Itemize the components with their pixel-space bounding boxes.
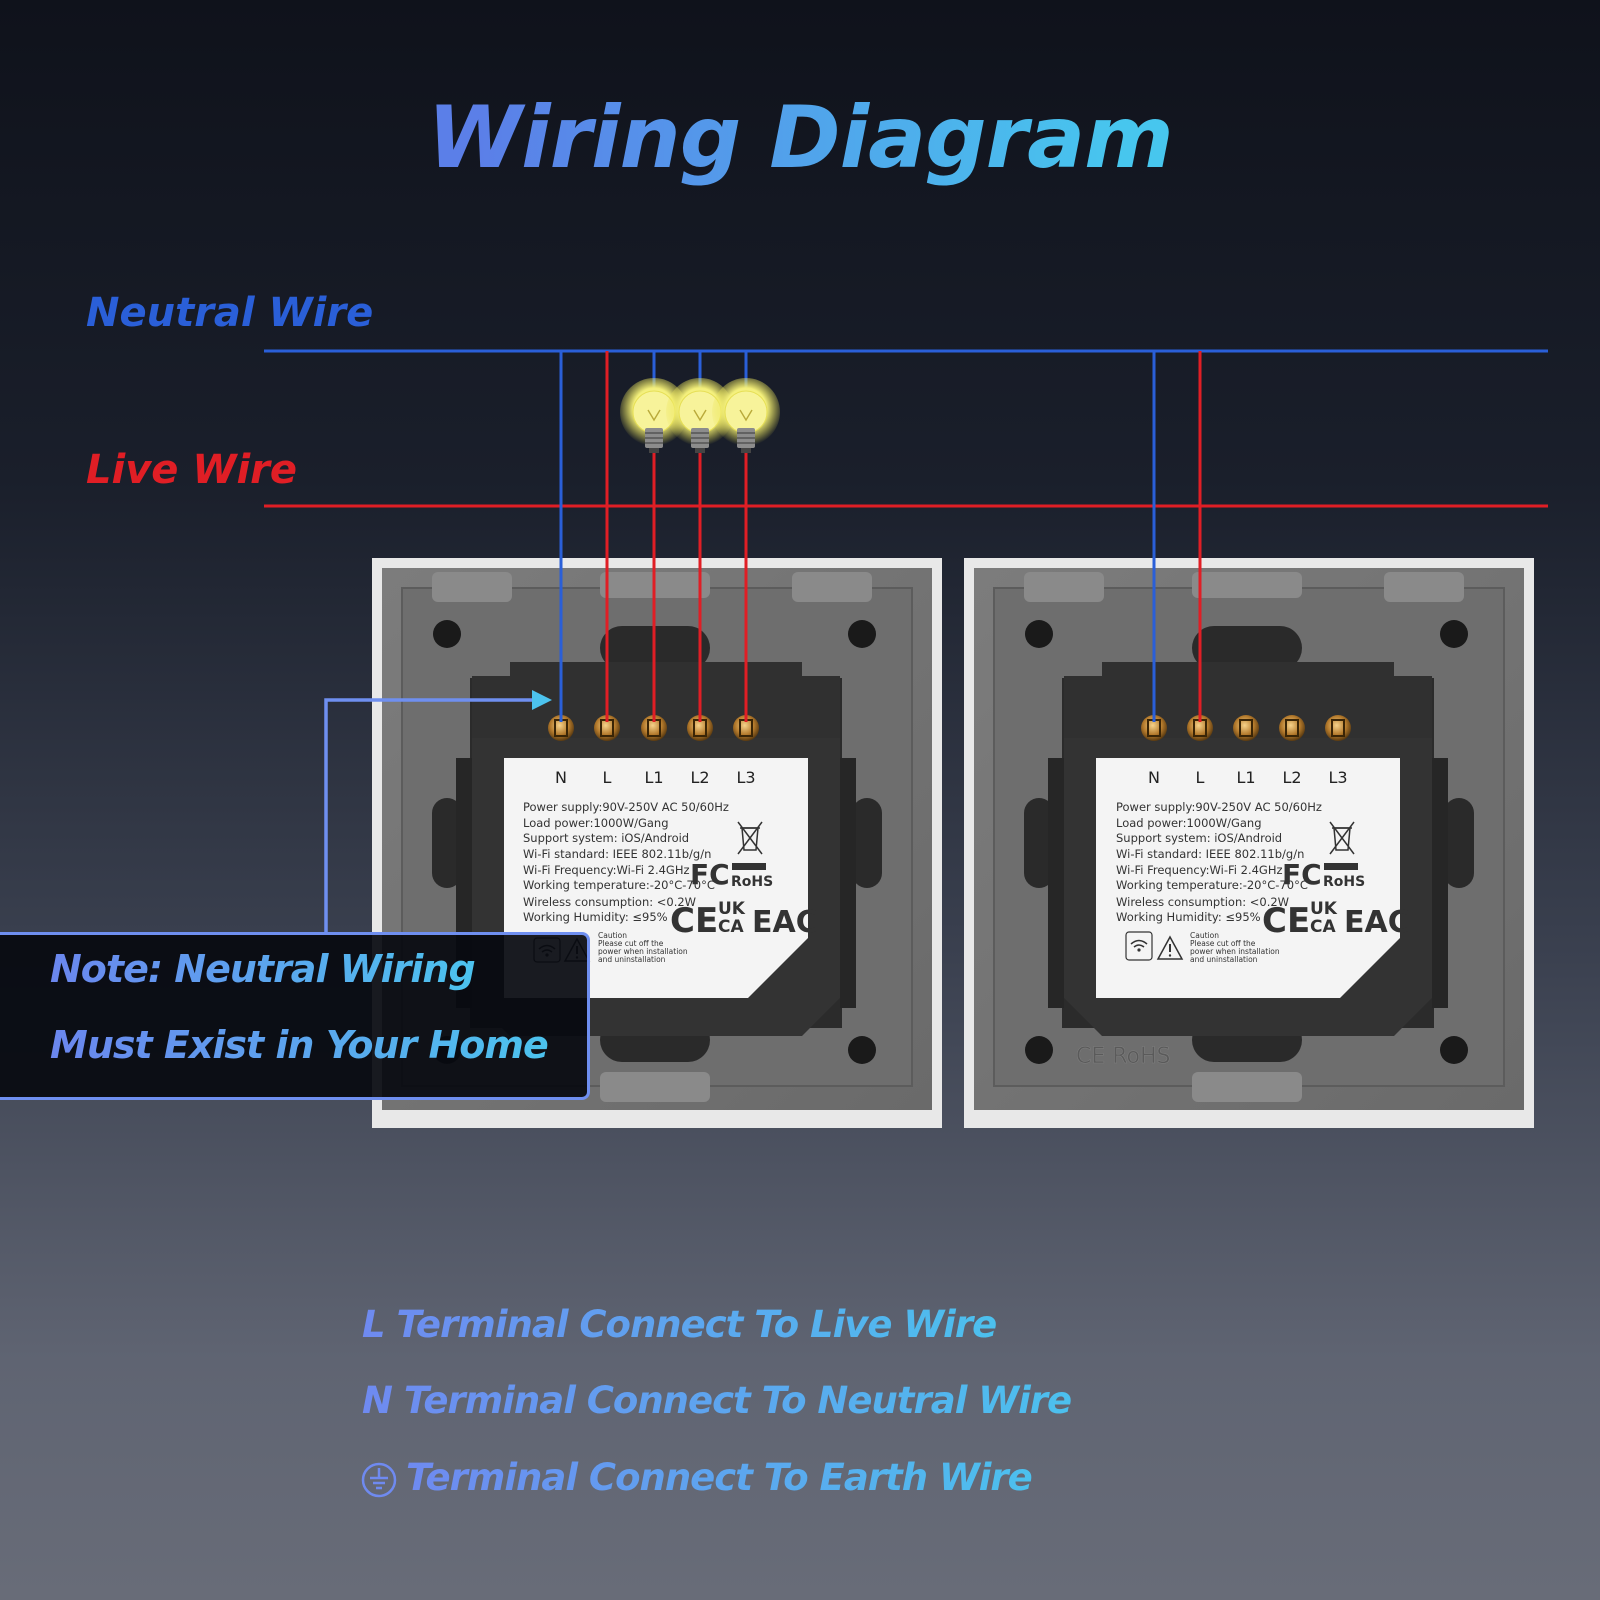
spec-line: Support system: iOS/Android [523, 831, 689, 845]
caution-line: power when installation [598, 947, 688, 956]
ukca-mark-bottom: CA [1310, 917, 1336, 937]
spec-line: Wireless consumption: <0.2W [1116, 895, 1289, 909]
spec-line: Wi-Fi Frequency:Wi-Fi 2.4GHz [523, 863, 690, 877]
spec-line: Load power:1000W/Gang [523, 816, 669, 830]
spec-line: Support system: iOS/Android [1116, 831, 1282, 845]
note-line-1: Note: Neutral Wiring [50, 947, 476, 991]
warning-icon [1156, 935, 1184, 960]
spec-line: Wi-Fi standard: IEEE 802.11b/g/n [523, 847, 711, 861]
terminal-label-l1: L1 [644, 768, 663, 787]
spec-line: Working Humidity: ≤95% [1116, 910, 1261, 924]
terminal-label-l3: L3 [736, 768, 755, 787]
terminal-label-l3: L3 [1328, 768, 1347, 787]
switch-panel-2: CE RoHS [964, 558, 1534, 1128]
spec-line: Wi-Fi standard: IEEE 802.11b/g/n [1116, 847, 1304, 861]
wifi-icon [1125, 931, 1153, 961]
terminal-screw [1279, 715, 1305, 741]
caution-line: power when installation [1190, 947, 1280, 956]
panel-2-spec-label: Power supply:90V-250V AC 50/60Hz Load po… [1116, 800, 1410, 964]
crossed-bin-icon [737, 821, 763, 855]
terminal-screw [1325, 715, 1351, 741]
eac-mark: EAC [752, 905, 818, 940]
ukca-mark-top: UK [1310, 899, 1338, 919]
page-title: Wiring Diagram [0, 88, 1600, 188]
caution-line: Please cut off the [598, 939, 664, 948]
rohs-mark: RoHS [731, 874, 773, 890]
spec-line: Power supply:90V-250V AC 50/60Hz [1116, 800, 1322, 814]
ukca-mark-bottom: CA [718, 917, 744, 937]
caution-line: and uninstallation [598, 955, 666, 964]
caution-line: Please cut off the [1190, 939, 1256, 948]
terminal-screw [1233, 715, 1259, 741]
legend-l-terminal: L Terminal Connect To Live Wire [362, 1303, 997, 1346]
terminal-label-l: L [603, 768, 612, 787]
neutral-wire-label: Neutral Wire [86, 290, 374, 336]
spec-line: Working temperature:-20°C-70°C [523, 878, 715, 892]
terminal-label-n: N [555, 768, 567, 787]
terminal-label-l2: L2 [1282, 768, 1301, 787]
fc-mark: FC [1282, 858, 1322, 891]
rohs-mark: RoHS [1323, 874, 1365, 890]
caution-line: and uninstallation [1190, 955, 1258, 964]
neutral-note-box: Note: Neutral Wiring Must Exist in Your … [0, 932, 590, 1100]
caution-title: Caution [1190, 931, 1219, 940]
spec-line: Power supply:90V-250V AC 50/60Hz [523, 800, 729, 814]
terminal-label-l1: L1 [1236, 768, 1255, 787]
terminal-label-n: N [1148, 768, 1160, 787]
spec-line: Working temperature:-20°C-70°C [1116, 878, 1308, 892]
live-wire-label: Live Wire [86, 447, 298, 493]
spec-line: Load power:1000W/Gang [1116, 816, 1262, 830]
spec-line: Wireless consumption: <0.2W [523, 895, 696, 909]
back-mark: CE RoHS [1076, 1044, 1171, 1069]
terminal-label-l: L [1196, 768, 1205, 787]
eac-mark: EAC [1344, 905, 1410, 940]
caution-title: Caution [598, 931, 627, 940]
light-bulb-icon [712, 378, 780, 453]
spec-line: Wi-Fi Frequency:Wi-Fi 2.4GHz [1116, 863, 1283, 877]
crossed-bin-icon [1329, 821, 1355, 855]
legend-n-terminal: N Terminal Connect To Neutral Wire [362, 1379, 1072, 1422]
earth-ground-icon [361, 1462, 397, 1498]
panel-2-terminals: N L L1 L2 L3 [1141, 715, 1351, 787]
legend-earth-terminal: Terminal Connect To Earth Wire [406, 1456, 1033, 1499]
terminal-label-l2: L2 [690, 768, 709, 787]
switch-panel-1 [372, 558, 942, 1128]
neutral-callout-arrow [324, 690, 552, 932]
note-line-2: Must Exist in Your Home [50, 1023, 549, 1067]
ukca-mark-top: UK [718, 899, 746, 919]
spec-line: Working Humidity: ≤95% [523, 910, 668, 924]
rohs-bar [1324, 863, 1358, 870]
ce-mark: CE [1262, 901, 1310, 941]
rohs-bar [732, 863, 766, 870]
ce-mark: CE [670, 901, 718, 941]
fc-mark: FC [690, 858, 730, 891]
